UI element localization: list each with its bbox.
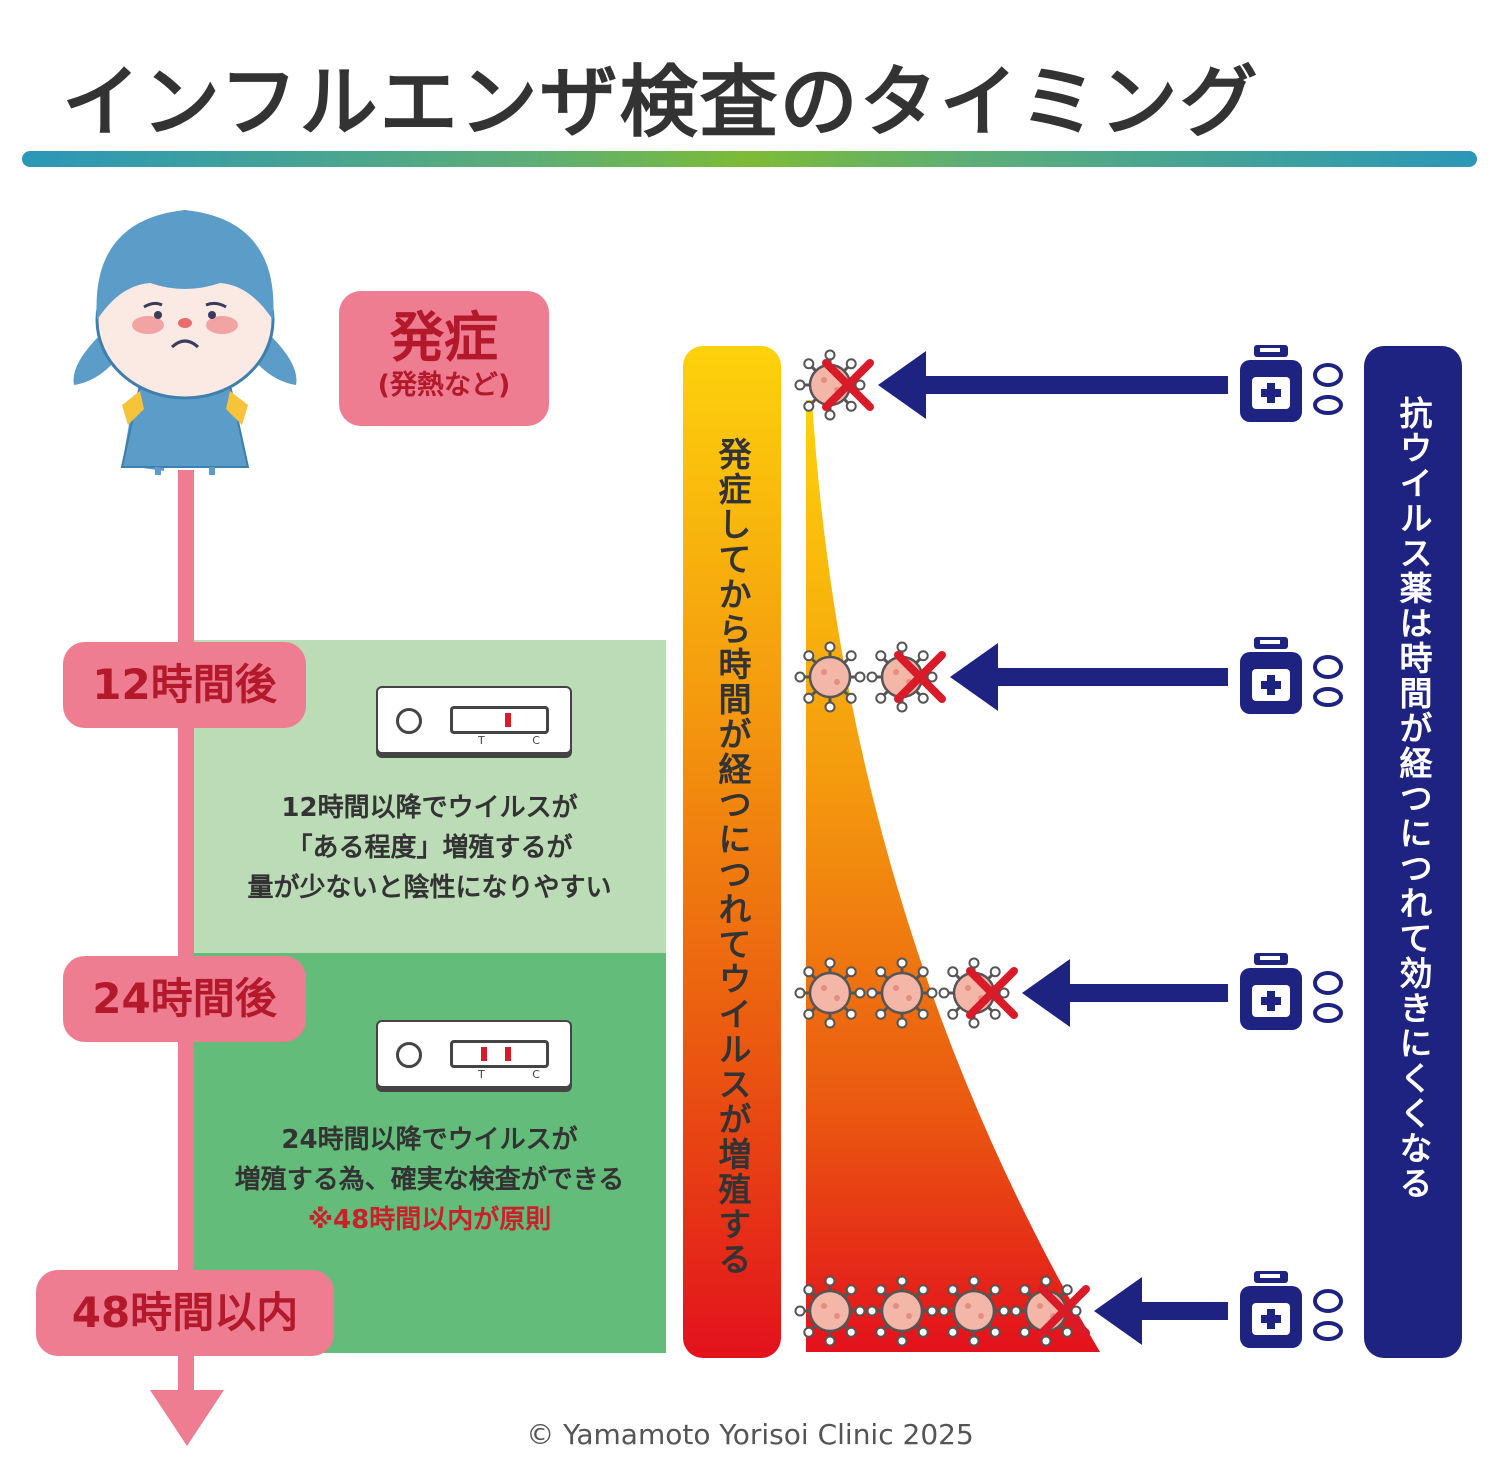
virus-icon (794, 957, 866, 1029)
caption-12h-line3: 量が少ないと陰性になりやすい (247, 873, 612, 903)
pill-icon (1313, 655, 1343, 707)
timeline-arrow-icon (150, 1390, 224, 1446)
virus-icon (866, 957, 938, 1029)
virus-icon (866, 641, 938, 713)
test-kit-12h-icon: T C (376, 686, 572, 754)
title-divider (22, 151, 1477, 167)
virus-icon (794, 349, 866, 421)
caption-24h: 24時間以降でウイルスが 増殖する為、確実な検査ができる ※48時間以内が原則 (193, 1120, 666, 1240)
caption-24h-line1: 24時間以降でウイルスが (281, 1125, 578, 1155)
medicine-bottle-icon (1240, 637, 1302, 714)
timepoint-48h-tag: 48時間以内 (36, 1270, 334, 1356)
caption-12h-line2: 「ある程度」増殖するが (286, 833, 573, 863)
cross-mark-icon (894, 651, 946, 703)
antiviral-effect-text: 抗ウイルス薬は時間が経つにつれて効きにくくなる (1394, 396, 1433, 1201)
virus-growth-bar: 発症してから時間が経つにつれてウイルスが増殖する (683, 346, 781, 1358)
timepoint-12h-tag: 12時間後 (63, 642, 306, 728)
page-title: インフルエンザ検査のタイミング (62, 58, 1260, 148)
pill-icon (1313, 1289, 1343, 1341)
antiviral-arrow (1022, 959, 1228, 1027)
caption-12h: 12時間以降でウイルスが 「ある程度」増殖するが 量が少ないと陰性になりやすい (193, 788, 666, 908)
antiviral-arrow (878, 351, 1228, 419)
sick-child-icon (73, 210, 297, 475)
caption-24h-line2: 増殖する為、確実な検査ができる (234, 1165, 625, 1195)
virus-icon (794, 1275, 866, 1347)
copyright: © Yamamoto Yorisoi Clinic 2025 (526, 1418, 974, 1451)
onset-label: 発症 (390, 306, 498, 369)
test-kit-marks: T C (478, 734, 562, 747)
caption-24h-note: ※48時間以内が原則 (307, 1205, 552, 1235)
antiviral-arrow (950, 643, 1228, 711)
virus-icon (794, 641, 866, 713)
caption-12h-line1: 12時間以降でウイルスが (281, 793, 578, 823)
pill-icon (1313, 971, 1343, 1023)
antiviral-effect-bar: 抗ウイルス薬は時間が経つにつれて効きにくくなる (1364, 346, 1462, 1358)
cross-mark-icon (822, 359, 874, 411)
onset-sublabel: (発熱など) (377, 370, 511, 401)
test-kit-24h-icon: T C (376, 1020, 572, 1088)
virus-icon (938, 957, 1010, 1029)
test-kit-marks: T C (478, 1068, 562, 1081)
virus-icon (1010, 1275, 1082, 1347)
cross-mark-icon (1038, 1285, 1090, 1337)
antiviral-arrow (1094, 1277, 1228, 1345)
onset-tag: 発症 (発熱など) (339, 291, 549, 426)
virus-icon (866, 1275, 938, 1347)
virus-growth-text: 発症してから時間が経つにつれてウイルスが増殖する (713, 437, 752, 1277)
medicine-bottle-icon (1240, 1271, 1302, 1348)
timepoint-24h-tag: 24時間後 (63, 956, 306, 1042)
cross-mark-icon (966, 967, 1018, 1019)
medicine-bottle-icon (1240, 953, 1302, 1030)
medicine-bottle-icon (1240, 345, 1302, 422)
pill-icon (1313, 363, 1343, 415)
virus-icon (938, 1275, 1010, 1347)
